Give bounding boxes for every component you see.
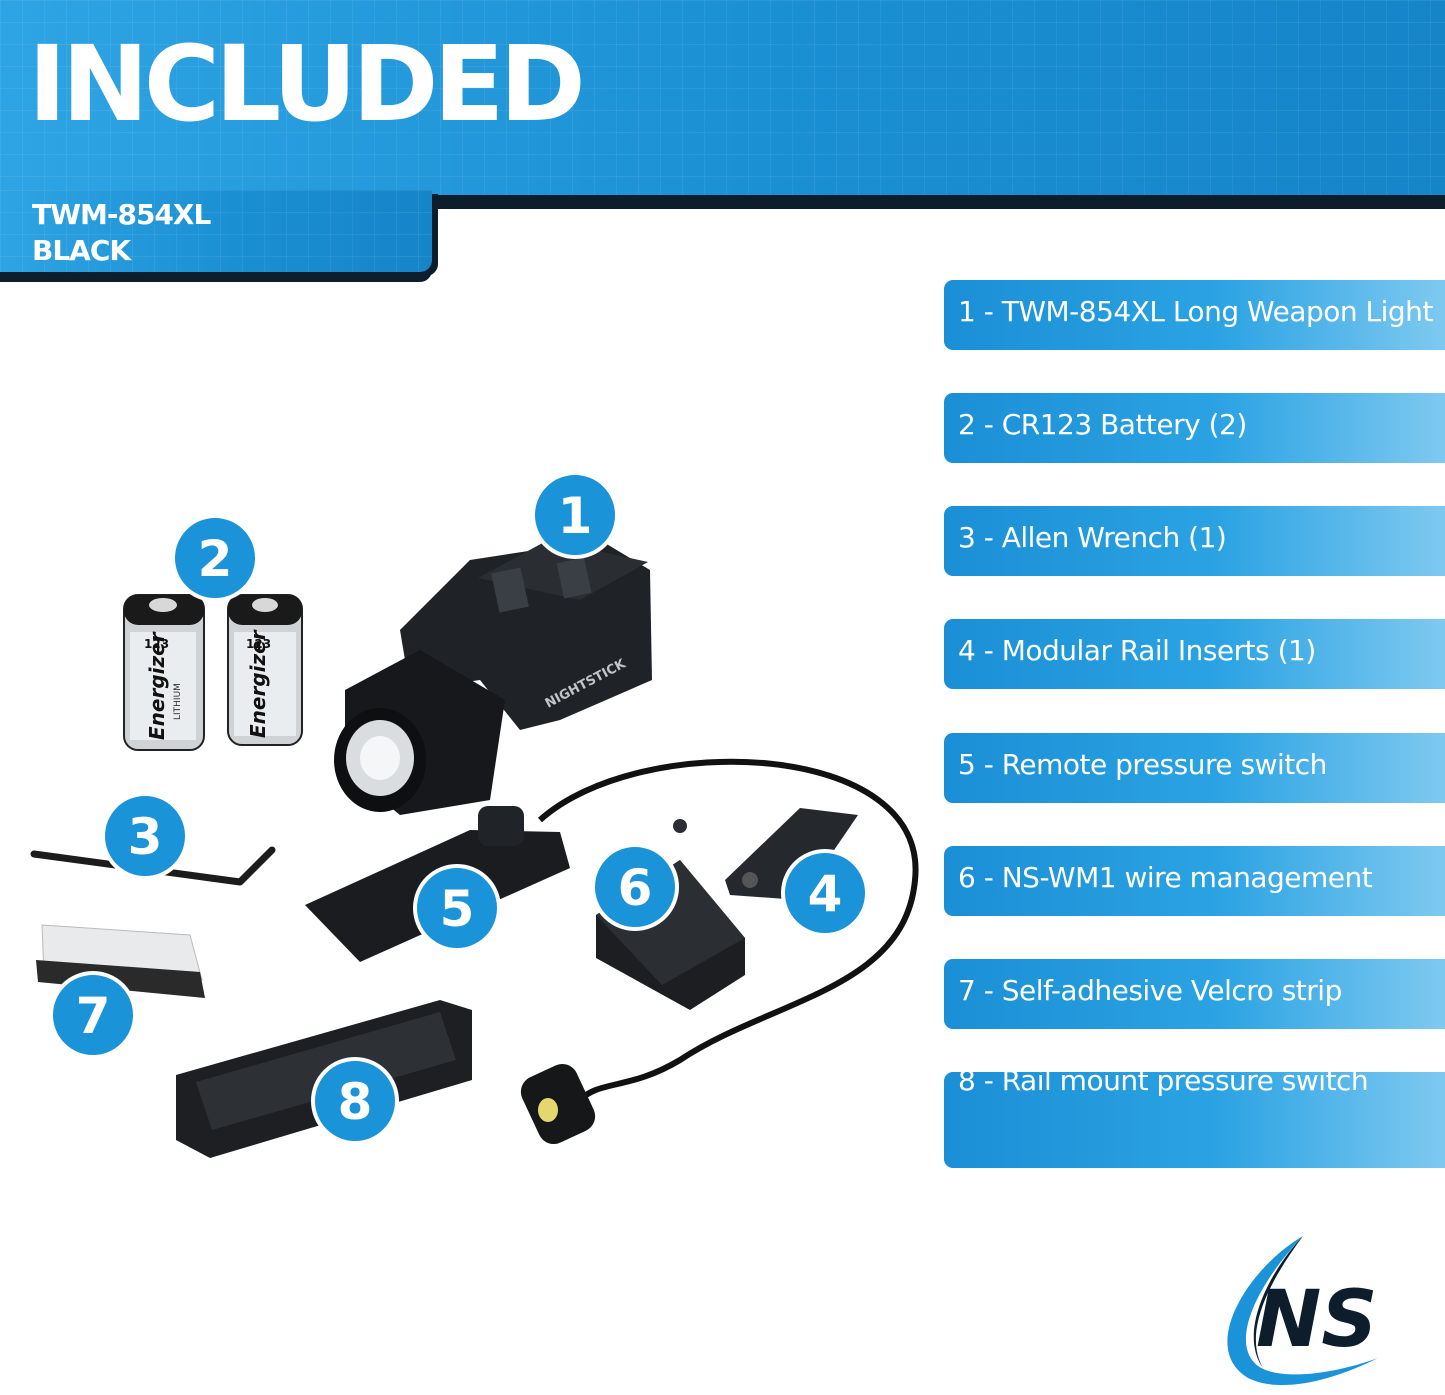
svg-text:3: 3: [128, 808, 163, 866]
list-item-light: 1 - TWM-854XL Long Weapon Light: [944, 280, 1445, 350]
svg-text:4: 4: [808, 865, 843, 923]
list-item-wrench: 3 - Allen Wrench (1): [944, 506, 1445, 576]
badge-3: 3: [101, 792, 189, 880]
battery-sub-label: LITHIUM: [173, 683, 183, 720]
badge-8: 8: [311, 1057, 399, 1145]
list-item-rail-inserts: 4 - Modular Rail Inserts (1): [944, 619, 1445, 689]
cr123-batteries: 123 Energizer LITHIUM 123 Energizer: [123, 594, 303, 751]
battery-type-label: 123: [144, 637, 169, 651]
model-name: TWM-854XL: [32, 198, 211, 231]
list-item-velcro: 7 - Self-adhesive Velcro strip: [944, 959, 1445, 1029]
list-item-rail-mount: 8 - Rail mount pressure switch: [944, 1067, 1445, 1168]
product-photo: 123 Energizer LITHIUM 123 Energizer NIGH…: [30, 471, 919, 1158]
list-item-battery: 2 - CR123 Battery (2): [944, 393, 1445, 463]
weapon-light: NIGHTSTICK: [334, 540, 652, 815]
allen-wrench: [30, 846, 276, 886]
header-banner: INCLUDED: [0, 0, 1445, 195]
badge-4: 4: [781, 849, 869, 937]
list-item-label: 3 - Allen Wrench (1): [958, 521, 1227, 554]
list-item-label: 7 - Self-adhesive Velcro strip: [958, 974, 1342, 1007]
svg-text:5: 5: [440, 880, 475, 938]
ns-swoosh-logo: NS: [1227, 1236, 1378, 1386]
list-item-wire-management: 6 - NS-WM1 wire management: [944, 846, 1445, 916]
logo-text: NS: [1256, 1275, 1377, 1365]
svg-text:123: 123: [246, 637, 271, 651]
badge-2: 2: [171, 514, 259, 602]
list-item-label: 1 - TWM-854XL Long Weapon Light: [958, 295, 1433, 328]
svg-text:7: 7: [76, 987, 111, 1045]
svg-text:8: 8: [338, 1073, 373, 1131]
list-item-label: 2 - CR123 Battery (2): [958, 408, 1247, 441]
svg-text:1: 1: [558, 487, 593, 545]
velcro-strip: [36, 924, 205, 998]
model-color: BLACK: [32, 234, 131, 267]
model-tab: [0, 190, 432, 272]
list-item-remote-switch: 5 - Remote pressure switch: [944, 733, 1445, 803]
list-item-label: 6 - NS-WM1 wire management: [958, 861, 1373, 894]
list-item-label: 8 - Rail mount pressure switch: [958, 1064, 1369, 1097]
badge-1: 1: [531, 471, 619, 559]
list-item-label: 5 - Remote pressure switch: [958, 748, 1327, 781]
badge-6: 6: [591, 843, 679, 931]
banner-divider: [436, 195, 1445, 209]
svg-text:2: 2: [198, 530, 233, 588]
battery-brand-label: Energizer: [145, 631, 169, 740]
page-title: INCLUDED: [28, 23, 586, 145]
rail-insert: [725, 808, 858, 900]
svg-text:6: 6: [618, 859, 653, 917]
badge-5: 5: [413, 864, 501, 952]
svg-text:Energizer: Energizer: [246, 629, 270, 738]
badge-7: 7: [49, 971, 137, 1059]
list-item-label: 4 - Modular Rail Inserts (1): [958, 634, 1316, 667]
